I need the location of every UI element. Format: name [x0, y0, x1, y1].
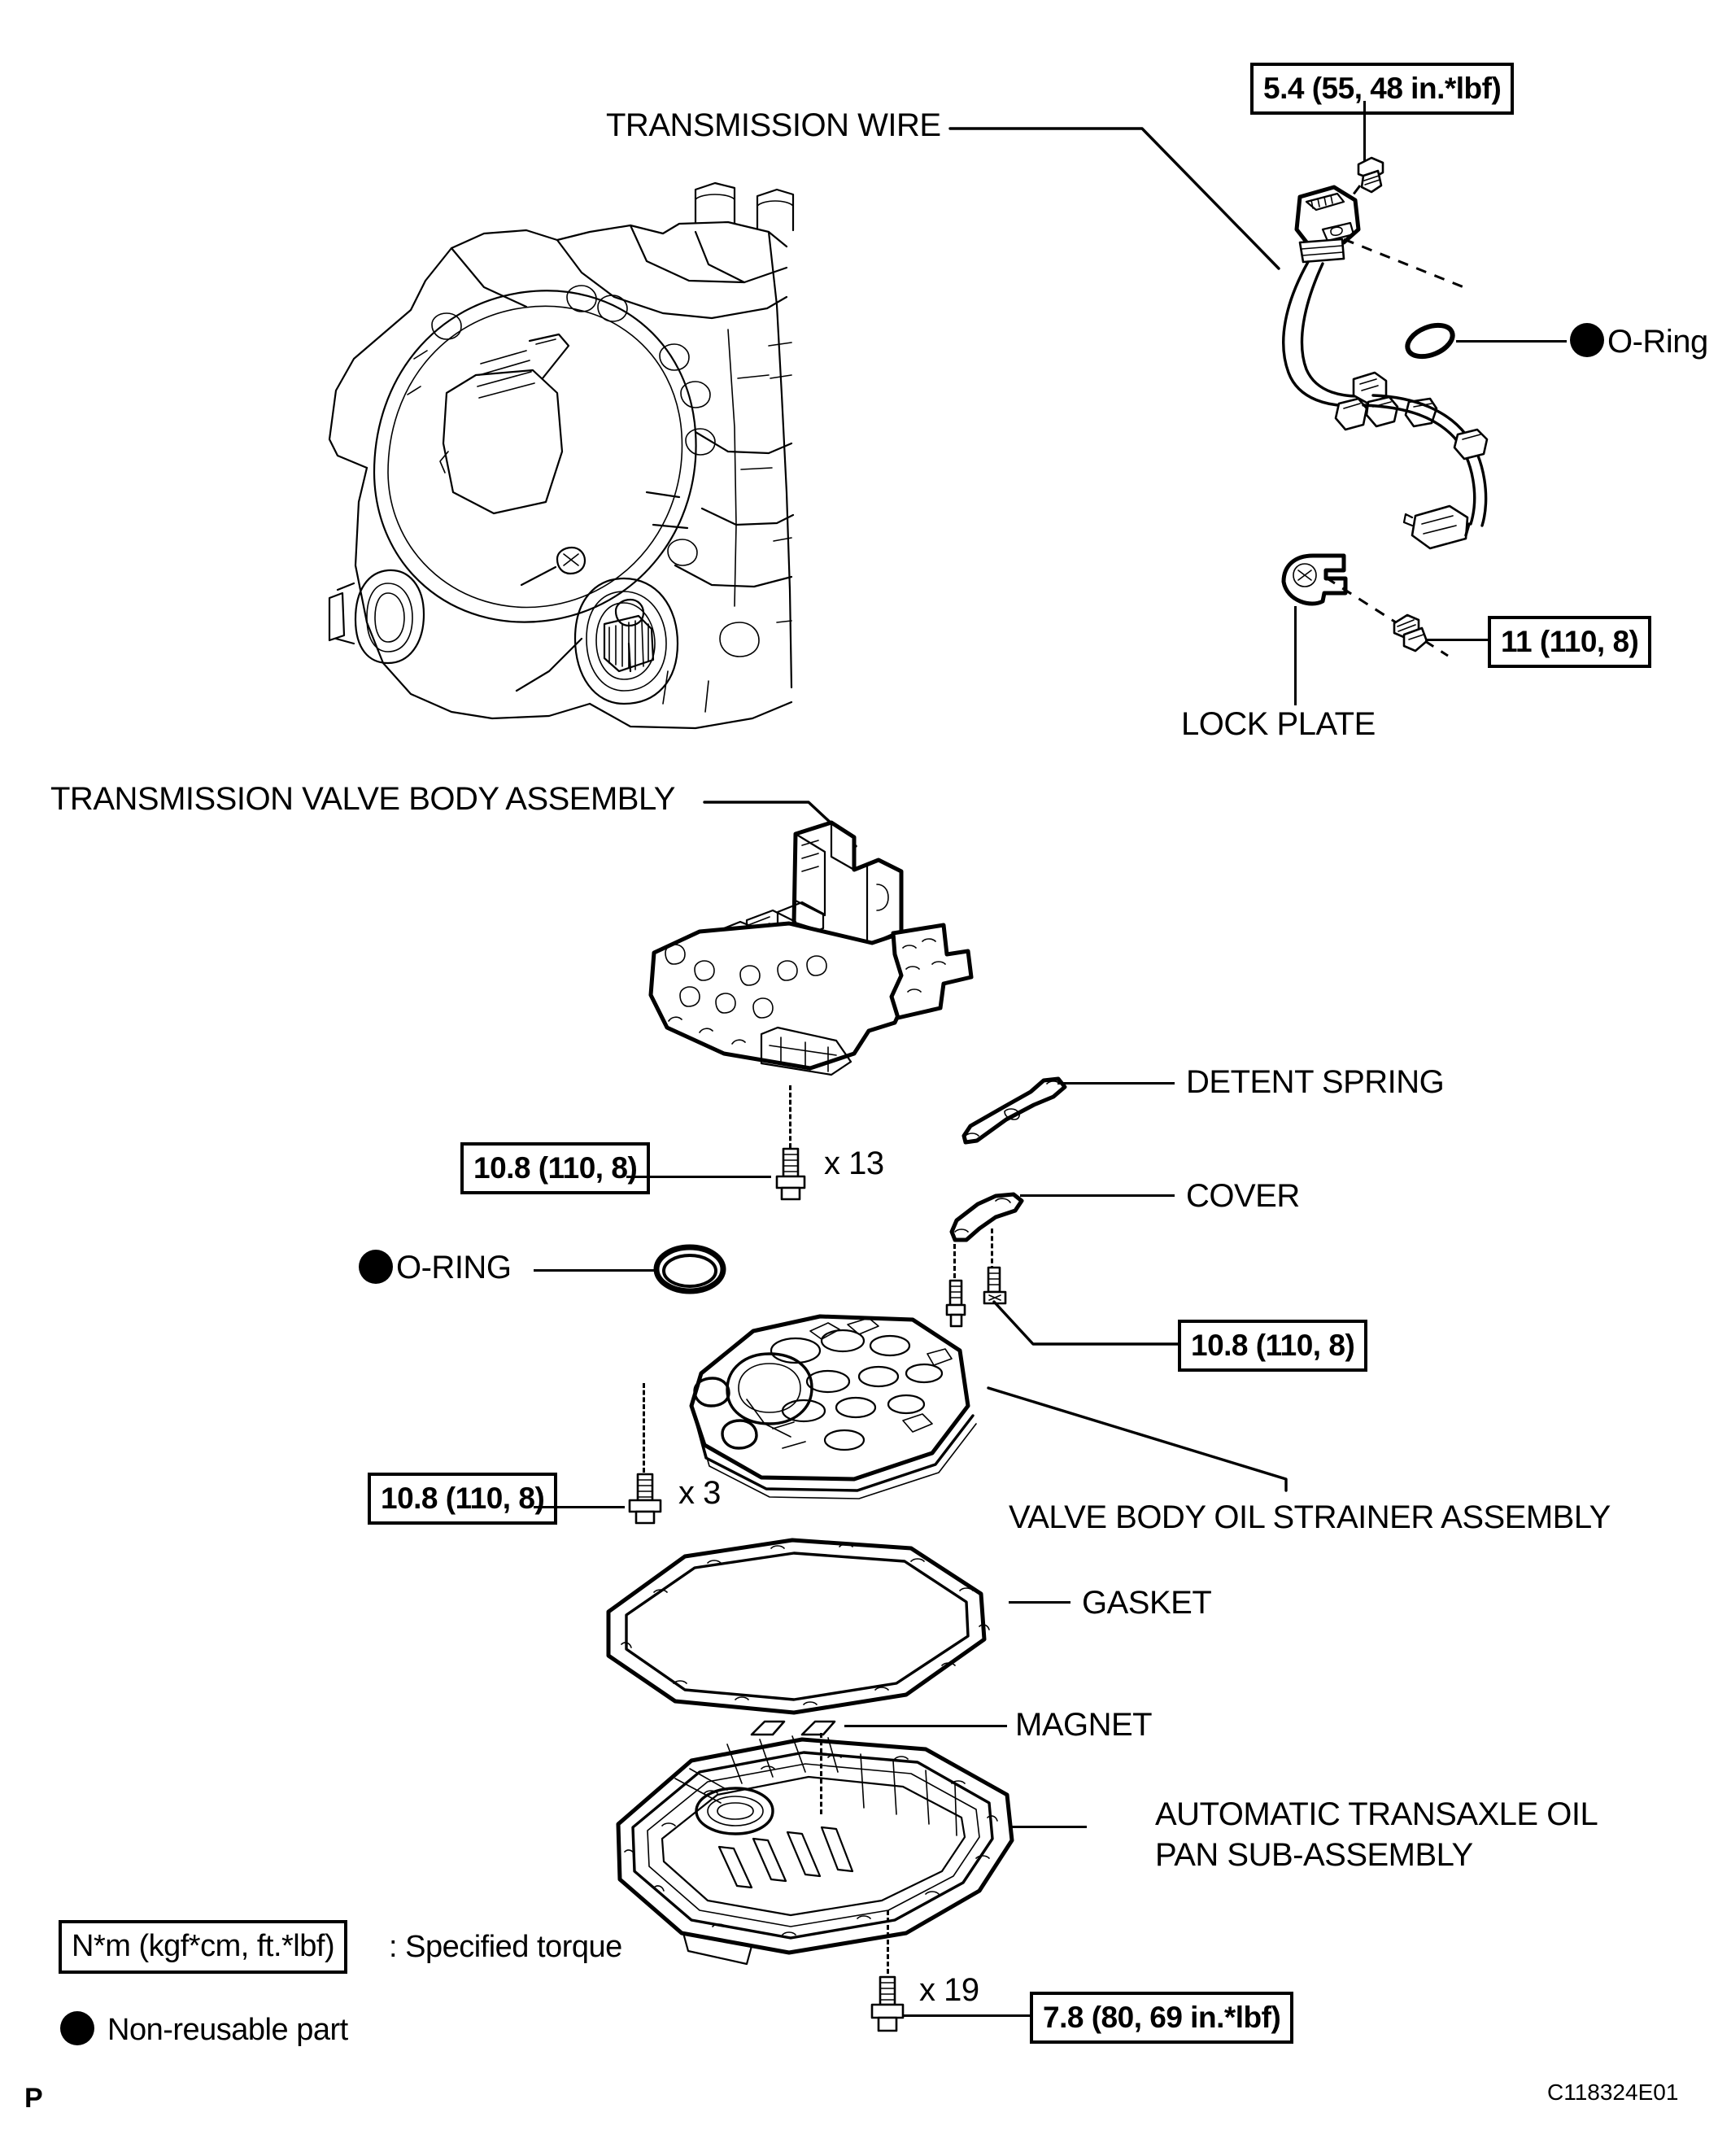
- leader-strainer-torque: [534, 1506, 625, 1508]
- legend-non-reusable-label: Non-reusable part: [107, 2013, 348, 2047]
- bolt-lock-plate: [1388, 609, 1445, 667]
- oil-pan-illustration: [584, 1733, 1040, 2010]
- transmission-wire-illustration: [1253, 155, 1627, 578]
- label-o-ring-upper: O-Ring: [1607, 324, 1708, 360]
- magnet-illustration: [747, 1713, 844, 1746]
- oil-strainer-illustration: [610, 1302, 992, 1521]
- leader-wire-bolt: [1363, 101, 1366, 164]
- lock-plate-illustration: [1277, 549, 1367, 622]
- quantity-pan-bolts: x 19: [919, 1972, 979, 2008]
- label-magnet: MAGNET: [1015, 1707, 1153, 1743]
- leader-detent-spring: [1057, 1082, 1175, 1085]
- torque-box-lock-plate-bolt: 11 (110, 8): [1488, 616, 1652, 668]
- non-reusable-bullet-o-ring-upper: [1570, 323, 1604, 357]
- bolt-pan: [861, 1975, 916, 2037]
- label-detent-spring: DETENT SPRING: [1186, 1064, 1445, 1100]
- bolt-strainer: [620, 1473, 670, 1528]
- bolt-valve-body: [765, 1147, 816, 1206]
- label-gasket: GASKET: [1082, 1585, 1212, 1621]
- assembly-axis-valve-body: [789, 1085, 791, 1155]
- leader-valve-body-torque: [626, 1176, 771, 1178]
- leader-pan-torque: [903, 2014, 1033, 2017]
- assembly-axis-magnet: [820, 1733, 822, 1814]
- non-reusable-bullet-o-ring-lower: [359, 1250, 393, 1284]
- label-cover: COVER: [1186, 1178, 1300, 1214]
- quantity-strainer-bolts: x 3: [678, 1475, 721, 1511]
- torque-box-cover-bolt: 10.8 (110, 8): [1178, 1320, 1368, 1372]
- label-transmission-wire: TRANSMISSION WIRE: [606, 107, 941, 143]
- legend-torque-units-box: N*m (kgf*cm, ft.*lbf): [59, 1920, 348, 1974]
- torque-box-wire-bolt: 5.4 (55, 48 in.*lbf): [1250, 63, 1515, 115]
- leader-lock-plate-torque: [1425, 639, 1490, 641]
- bolt-cover-1: [940, 1279, 973, 1331]
- leader-cover-torque: [992, 1297, 1181, 1354]
- label-oil-pan-line1: AUTOMATIC TRANSAXLE OIL: [1155, 1796, 1598, 1832]
- page-marker: P: [24, 2083, 43, 2114]
- gasket-illustration: [586, 1534, 1009, 1721]
- assembly-axis-cover-bolt-1: [953, 1237, 956, 1285]
- leader-magnet: [844, 1725, 1007, 1727]
- label-oil-pan-line2: PAN SUB-ASSEMBLY: [1155, 1837, 1473, 1873]
- assembly-axis-pan-bolt: [887, 1910, 889, 1974]
- label-valve-body-assembly: TRANSMISSION VALVE BODY ASSEMBLY: [50, 781, 675, 817]
- assembly-axis-cover-bolt-2: [991, 1229, 993, 1271]
- leader-lock-plate: [1294, 606, 1297, 705]
- leader-oil-pan: [1009, 1826, 1087, 1828]
- leader-o-ring-upper: [1456, 340, 1567, 343]
- label-oil-strainer: VALVE BODY OIL STRAINER ASSEMBLY: [1009, 1499, 1611, 1535]
- dash-lock-plate-bolt: [1325, 576, 1472, 667]
- label-o-ring-lower: O-RING: [396, 1250, 512, 1285]
- leader-cover: [1020, 1194, 1175, 1197]
- leader-oil-strainer: [987, 1383, 1297, 1497]
- bolt-cover-2: [978, 1266, 1014, 1318]
- assembly-axis-strainer-bolt: [643, 1383, 645, 1473]
- bolt-wire: [1357, 156, 1384, 194]
- quantity-valve-body-bolts: x 13: [824, 1146, 884, 1181]
- detent-spring-illustration: [956, 1066, 1118, 1147]
- torque-box-strainer-bolt: 10.8 (110, 8): [368, 1473, 558, 1525]
- leader-transmission-wire: [948, 114, 1292, 277]
- leader-o-ring-lower: [534, 1269, 657, 1272]
- o-ring-lower-illustration: [651, 1238, 729, 1298]
- label-lock-plate: LOCK PLATE: [1181, 706, 1376, 742]
- torque-box-pan-bolt: 7.8 (80, 69 in.*lbf): [1030, 1992, 1294, 2044]
- leader-gasket: [1009, 1601, 1070, 1604]
- figure-code: C118324E01: [1547, 2080, 1679, 2105]
- cover-illustration: [945, 1181, 1051, 1255]
- valve-body-illustration: [618, 810, 1057, 1086]
- legend-non-reusable-bullet: [60, 2011, 94, 2045]
- o-ring-upper-illustration: [1403, 320, 1460, 362]
- legend-torque-meaning: : Specified torque: [389, 1930, 622, 1964]
- torque-box-valve-body-bolt: 10.8 (110, 8): [460, 1142, 651, 1194]
- transaxle-housing-illustration: [207, 181, 795, 730]
